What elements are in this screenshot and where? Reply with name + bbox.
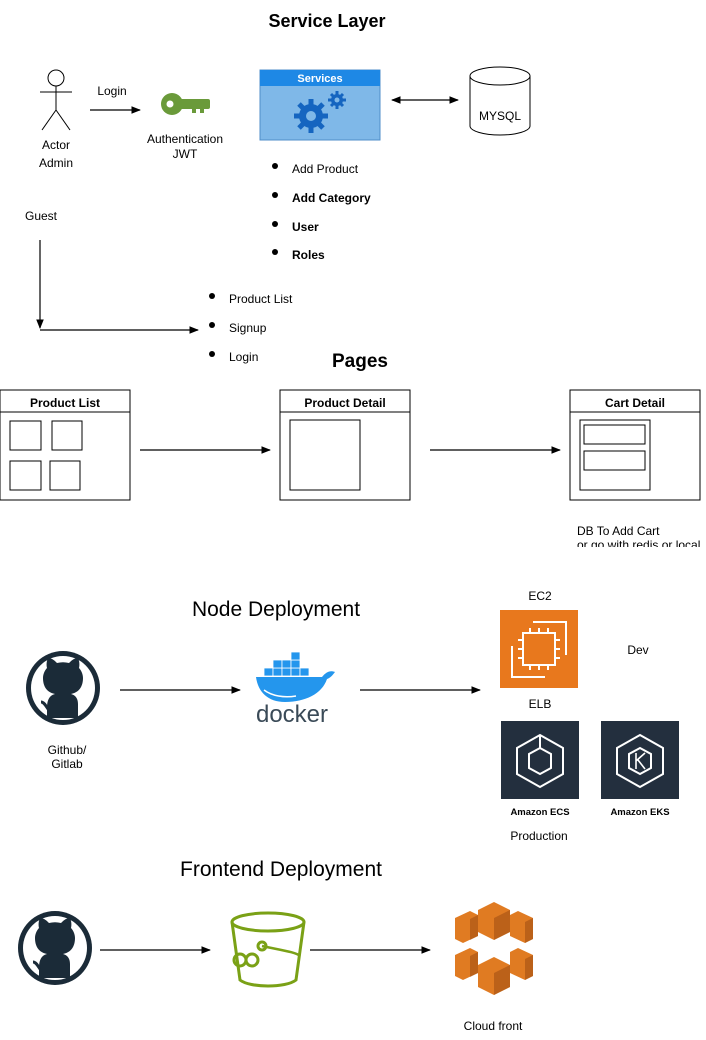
bullet xyxy=(272,192,278,198)
ec2-label: EC2 xyxy=(528,589,552,603)
jwt-label: JWT xyxy=(172,147,198,161)
service-layer-title: Service Layer xyxy=(268,11,386,31)
page-box-product-detail xyxy=(279,389,411,501)
services-box xyxy=(259,69,381,141)
actor-label: Actor xyxy=(41,138,71,152)
cloudfront-icon xyxy=(455,902,533,995)
repo-label-line2: Gitlab xyxy=(51,757,83,771)
production-label: Production xyxy=(510,829,568,843)
page-box-cart-detail xyxy=(569,389,701,501)
elb-label: ELB xyxy=(528,697,552,711)
database-icon xyxy=(469,66,531,136)
page-title-product-list: Product List xyxy=(29,396,101,410)
admin-item: Add Product xyxy=(292,162,359,176)
bullet xyxy=(209,322,215,328)
bullet xyxy=(272,249,278,255)
docker-label: docker xyxy=(255,701,329,728)
cloudfront-label: Cloud front xyxy=(463,1019,523,1033)
gear-icon xyxy=(294,91,346,133)
services-box-title: Services xyxy=(297,73,343,85)
eks-icon xyxy=(601,721,679,799)
actor-icon xyxy=(40,69,72,131)
bullet xyxy=(272,221,278,227)
docker-icon xyxy=(256,651,335,702)
cart-note-line2: or go with redis or local xyxy=(577,538,701,547)
guest-item: Login xyxy=(229,350,259,364)
ecs-icon xyxy=(501,721,579,799)
ecs-label: Amazon ECS xyxy=(510,807,570,818)
guest-label: Guest xyxy=(25,209,58,223)
admin-label: Admin xyxy=(38,156,74,170)
bullet xyxy=(209,351,215,357)
frontend-deployment-title: Frontend Deployment xyxy=(180,858,382,881)
bullet xyxy=(209,293,215,299)
ec2-icon xyxy=(500,610,578,688)
eks-label: Amazon EKS xyxy=(610,807,670,818)
cart-note-line1: DB To Add Cart xyxy=(577,524,660,538)
guest-item: Product List xyxy=(229,292,293,306)
page-title-cart-detail: Cart Detail xyxy=(604,396,666,410)
admin-item: Roles xyxy=(292,248,325,262)
github-frontend-icon xyxy=(18,911,92,985)
auth-label: Authentication xyxy=(146,132,224,146)
admin-item: User xyxy=(292,220,319,234)
pages-title: Pages xyxy=(332,351,388,372)
admin-item: Add Category xyxy=(292,191,371,205)
page-title-product-detail: Product Detail xyxy=(304,396,386,410)
s3-bucket-icon xyxy=(230,911,306,988)
login-label: Login xyxy=(97,84,127,98)
db-label: MYSQL xyxy=(478,109,522,123)
guest-item: Signup xyxy=(229,321,267,335)
bullet xyxy=(272,163,278,169)
node-deployment-title: Node Deployment xyxy=(191,598,361,621)
key-icon xyxy=(161,93,210,115)
page-box-product-list xyxy=(0,389,131,501)
dev-label: Dev xyxy=(627,643,649,657)
repo-label-line1: Github/ xyxy=(47,743,87,757)
github-icon xyxy=(26,651,100,725)
